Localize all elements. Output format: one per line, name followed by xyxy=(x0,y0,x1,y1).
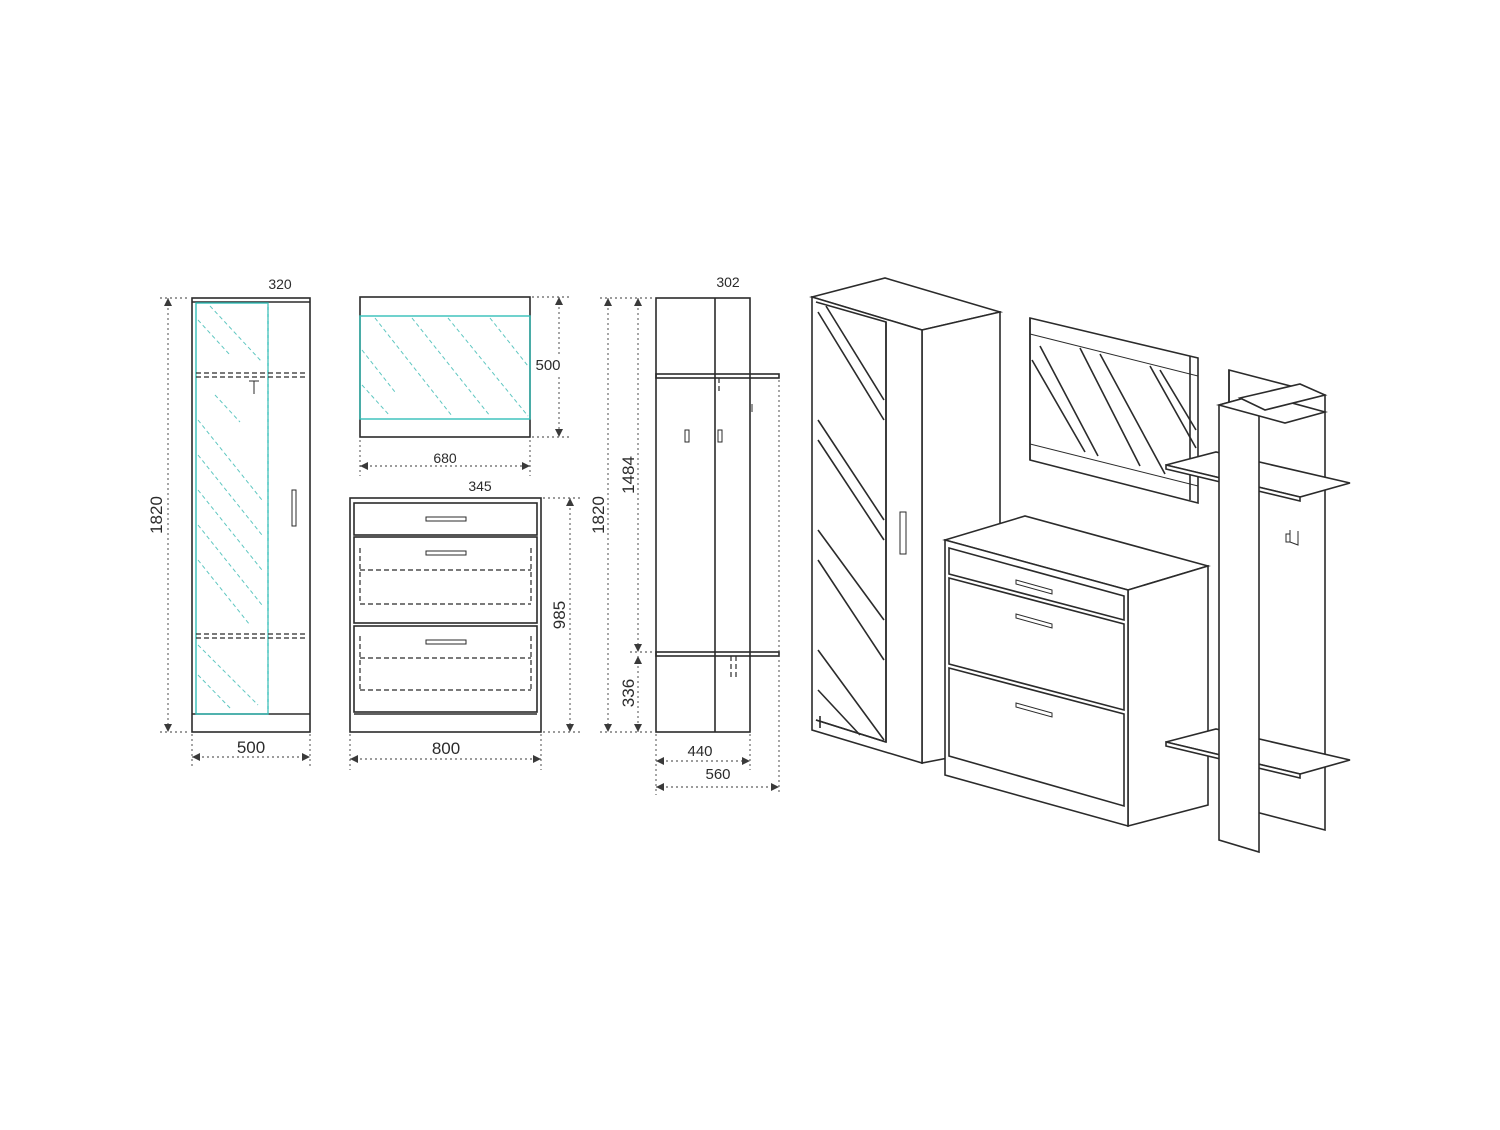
coat-rack-panel xyxy=(655,297,751,733)
wardrobe-mirror-door xyxy=(195,302,269,715)
coat-hook xyxy=(684,429,690,443)
wardrobe-glass-hatching xyxy=(197,305,263,711)
wardrobe-width-label: 500 xyxy=(237,738,265,757)
wardrobe-depth-label: 320 xyxy=(268,276,292,292)
shoe-cabinet-bottom-flap xyxy=(353,625,538,713)
shoe-cabinet-iso-drawer xyxy=(948,546,1125,622)
shoe-cabinet-iso-handle xyxy=(1015,613,1053,629)
shoe-cabinet-body xyxy=(349,497,542,733)
coat-rack-depth-label: 302 xyxy=(716,274,740,290)
coat-rack-front-view: 302 1820 1484 336 440 560 xyxy=(589,274,780,795)
shoe-cabinet-iso-handle xyxy=(1015,702,1053,718)
shoe-cabinet-handle xyxy=(425,639,467,645)
shoe-cabinet-isometric xyxy=(942,515,1211,828)
coat-rack-lower-shelf xyxy=(655,651,780,657)
shoe-cabinet-width-label: 800 xyxy=(432,739,460,758)
mirror-iso-hatching xyxy=(1031,345,1197,475)
mirror-iso-frame xyxy=(1029,316,1199,505)
coat-rack-panel-width-label: 440 xyxy=(687,743,712,760)
shoe-cabinet-iso-handle xyxy=(1015,579,1053,595)
wardrobe-height-label: 1820 xyxy=(147,496,166,534)
mirror-frame xyxy=(359,296,531,438)
coat-rack-upper-height-label: 1484 xyxy=(619,456,638,494)
shoe-cabinet-iso-flap xyxy=(948,576,1125,712)
mirror-glass-hatching xyxy=(361,317,529,417)
coat-rack-isometric xyxy=(1165,368,1351,854)
wardrobe-handle xyxy=(291,489,297,527)
shoe-cabinet-height-label: 985 xyxy=(550,601,569,629)
coat-rack-lower-height-label: 336 xyxy=(619,679,638,707)
shoe-cabinet-iso-front xyxy=(944,538,1129,828)
mirror-width-label: 680 xyxy=(433,450,457,466)
shoe-cabinet-iso-flap xyxy=(948,666,1125,808)
shoe-cabinet-top-drawer xyxy=(353,502,538,536)
shoe-cabinet-handle xyxy=(425,550,467,556)
shoe-cabinet-depth-label: 345 xyxy=(468,478,492,494)
mirror-glass xyxy=(359,315,531,420)
wardrobe-front-view: 320 1820 500 xyxy=(147,276,311,768)
mirror-isometric xyxy=(1029,316,1199,505)
shoe-cabinet-handle xyxy=(425,516,467,522)
coat-rack-total-height-label: 1820 xyxy=(589,496,608,534)
shoe-cabinet-iso-side xyxy=(1127,564,1209,828)
wardrobe-body xyxy=(191,297,311,733)
wardrobe-iso-mirror-hatching xyxy=(817,305,885,741)
mirror-front-view: 500 680 xyxy=(359,296,570,476)
coat-rack-iso-front-pillar xyxy=(1218,392,1260,854)
coat-rack-upper-shelf xyxy=(655,373,780,379)
wardrobe-iso-front xyxy=(811,295,923,765)
coat-rack-shelf-width-label: 560 xyxy=(705,766,730,783)
shoe-cabinet-front-view: 345 985 800 xyxy=(349,478,580,770)
mirror-height-label: 500 xyxy=(535,357,560,374)
wardrobe-iso-handle xyxy=(899,511,907,555)
shoe-cabinet-middle-flap xyxy=(353,536,538,624)
coat-hook xyxy=(717,429,723,443)
